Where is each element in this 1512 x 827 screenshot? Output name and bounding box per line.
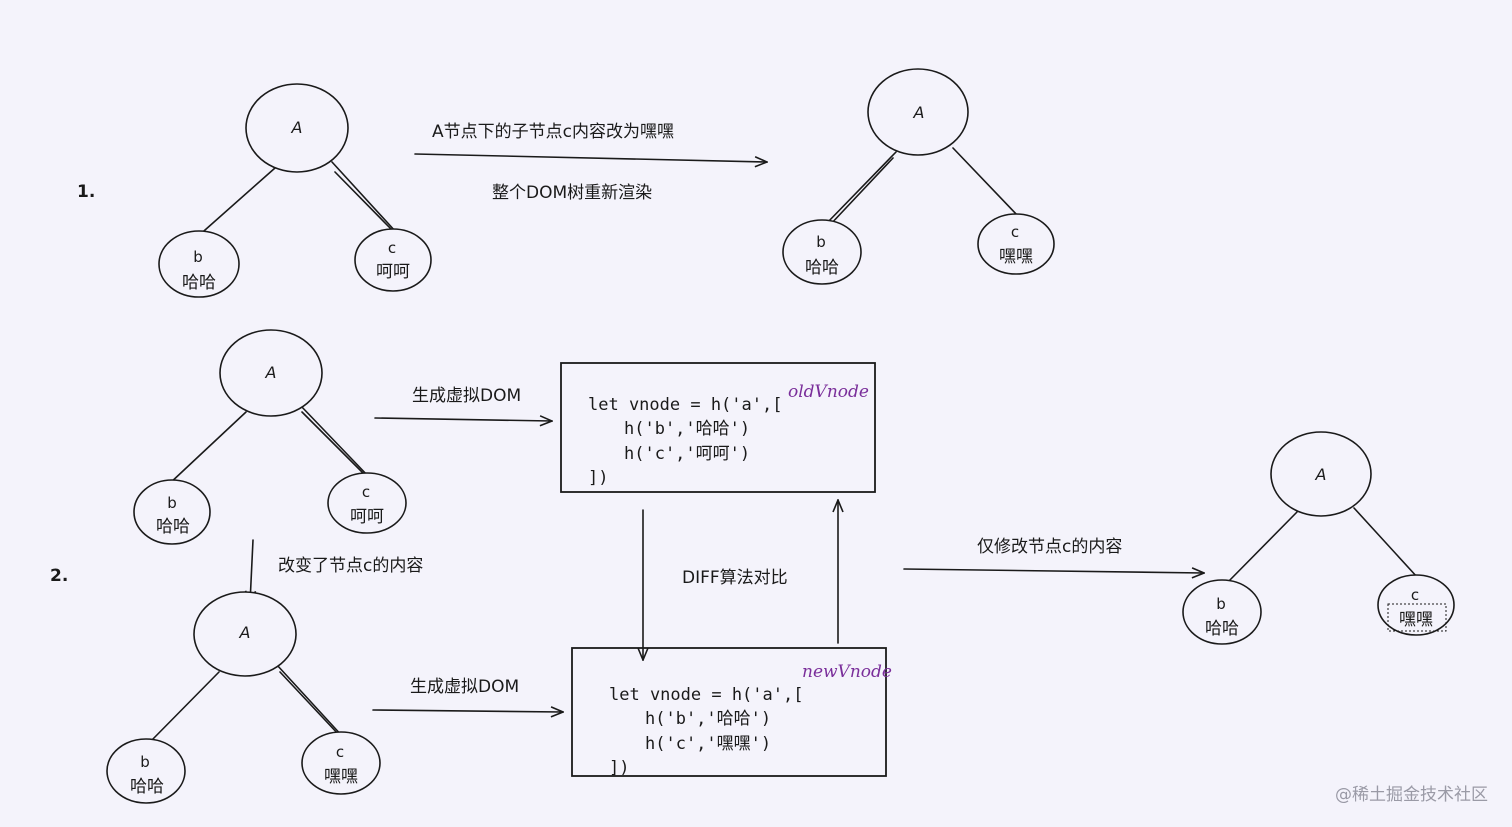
new-code-line-4: ]) bbox=[609, 758, 629, 778]
old-code-line-2: h('b','哈哈') bbox=[624, 419, 750, 439]
edge-a-b bbox=[1225, 511, 1298, 585]
node-b bbox=[106, 738, 186, 804]
node-c-label: c bbox=[336, 743, 344, 761]
node-b-text: 哈哈 bbox=[182, 273, 216, 293]
tree-1-rerendered: A b 哈哈 c 嘿嘿 bbox=[782, 68, 1055, 285]
watermark: @稀土掘金技术社区 bbox=[1335, 785, 1488, 805]
node-c-text: 呵呵 bbox=[350, 507, 384, 527]
arrow-gen-vdom-top bbox=[374, 418, 552, 421]
node-a-label: A bbox=[239, 623, 251, 642]
node-a bbox=[867, 68, 969, 156]
label-step1-top: A节点下的子节点c内容改为嘿嘿 bbox=[432, 122, 674, 142]
node-b-label: b bbox=[1216, 595, 1226, 613]
node-b bbox=[133, 479, 211, 545]
label-gen-vdom-bottom: 生成虚拟DOM bbox=[410, 677, 519, 697]
tree-2-result: A b 哈哈 c 嘿嘿 bbox=[1182, 431, 1455, 645]
old-code-line-1: let vnode = h('a',[ bbox=[588, 395, 782, 415]
node-c-label: c bbox=[1411, 586, 1419, 604]
edge-a-b bbox=[825, 151, 897, 225]
step-2-number: 2. bbox=[50, 566, 68, 586]
edge-a-c bbox=[299, 404, 371, 479]
arrow-step1 bbox=[414, 153, 767, 162]
node-c-text: 嘿嘿 bbox=[324, 767, 358, 787]
node-a-label: A bbox=[913, 103, 925, 122]
node-c bbox=[301, 731, 381, 795]
node-c bbox=[1377, 574, 1455, 636]
node-b-label: b bbox=[167, 494, 177, 512]
label-diff: DIFF算法对比 bbox=[682, 568, 788, 588]
edge-a-c bbox=[1353, 507, 1419, 579]
new-vnode-box: newVnode let vnode = h('a',[ h('b','哈哈')… bbox=[571, 647, 892, 778]
node-b bbox=[158, 230, 240, 298]
node-b-text: 哈哈 bbox=[156, 517, 190, 537]
node-b-text: 哈哈 bbox=[130, 777, 164, 797]
node-a bbox=[193, 591, 297, 677]
step-1-number: 1. bbox=[77, 182, 95, 202]
old-vnode-box: oldVnode let vnode = h('a',[ h('b','哈哈')… bbox=[560, 362, 876, 493]
node-c-label: c bbox=[388, 239, 396, 257]
node-b-text: 哈哈 bbox=[1205, 619, 1239, 639]
label-patch: 仅修改节点c的内容 bbox=[977, 537, 1122, 557]
label-step1-bottom: 整个DOM树重新渲染 bbox=[492, 183, 652, 203]
edge-a-c bbox=[331, 161, 397, 233]
label-changed: 改变了节点c的内容 bbox=[278, 556, 423, 576]
new-code-line-2: h('b','哈哈') bbox=[645, 709, 771, 729]
new-vnode-tag: newVnode bbox=[802, 662, 892, 682]
label-gen-vdom-top: 生成虚拟DOM bbox=[412, 386, 521, 406]
node-c-text: 嘿嘿 bbox=[1399, 610, 1433, 630]
node-a-label: A bbox=[1315, 465, 1327, 484]
node-a bbox=[219, 329, 323, 417]
changed-highlight bbox=[1387, 603, 1447, 632]
node-c-label: c bbox=[1011, 223, 1019, 241]
edge-a-c bbox=[952, 147, 1019, 217]
node-c bbox=[977, 213, 1055, 275]
node-b-label: b bbox=[193, 248, 203, 266]
old-vnode-tag: oldVnode bbox=[788, 382, 869, 402]
tree-2-old: A b 哈哈 c 呵呵 bbox=[133, 329, 407, 545]
node-a-label: A bbox=[265, 363, 277, 382]
node-c bbox=[354, 228, 432, 292]
edge-a-b bbox=[167, 411, 247, 486]
new-code-line-1: let vnode = h('a',[ bbox=[609, 685, 803, 705]
node-a bbox=[245, 83, 349, 173]
edge-a-c bbox=[276, 664, 345, 739]
node-a bbox=[1270, 431, 1372, 517]
node-c-text: 嘿嘿 bbox=[999, 247, 1033, 267]
old-code-line-3: h('c','呵呵') bbox=[624, 444, 750, 464]
edge-a-b bbox=[195, 167, 276, 239]
tree-1-original: A b 哈哈 c 呵呵 bbox=[158, 83, 432, 298]
node-b bbox=[782, 219, 862, 285]
node-b-text: 哈哈 bbox=[805, 258, 839, 278]
node-c-label: c bbox=[362, 483, 370, 501]
node-b bbox=[1182, 579, 1262, 645]
node-b-label: b bbox=[816, 233, 826, 251]
node-b-label: b bbox=[140, 753, 150, 771]
node-c-text: 呵呵 bbox=[376, 262, 410, 282]
edge-a-b bbox=[149, 671, 220, 743]
node-c bbox=[327, 472, 407, 534]
new-code-line-3: h('c','嘿嘿') bbox=[645, 734, 771, 754]
arrow-patch bbox=[903, 569, 1204, 573]
old-code-line-4: ]) bbox=[588, 468, 608, 488]
tree-2-new: A b 哈哈 c 嘿嘿 bbox=[106, 591, 381, 804]
node-a-label: A bbox=[291, 118, 303, 137]
arrow-gen-vdom-bottom bbox=[372, 710, 563, 712]
